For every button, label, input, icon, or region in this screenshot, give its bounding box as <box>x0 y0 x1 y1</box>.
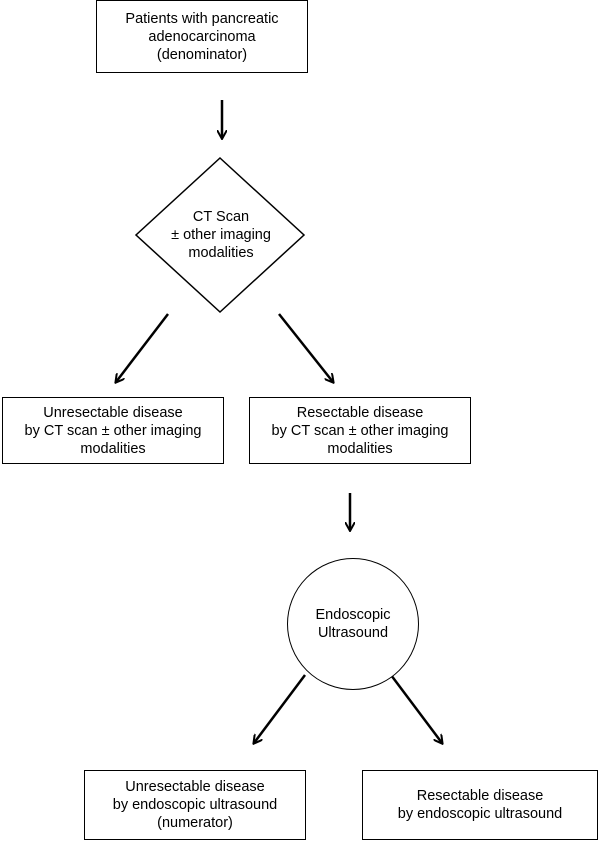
node-unresectable-ct: Unresectable disease by CT scan ± other … <box>2 397 224 464</box>
node-resectable-eus-line-2: by endoscopic ultrasound <box>397 806 563 822</box>
node-unresectable-eus: Unresectable disease by endoscopic ultra… <box>84 770 306 840</box>
node-unresectable-ct-line-3: modalities <box>80 440 146 457</box>
node-unresectable-eus-line-2: by endoscopic ultrasound <box>112 797 278 813</box>
node-patients-line-3: (denominator) <box>156 46 248 63</box>
node-unresectable-eus-line-3: (numerator) <box>157 815 233 831</box>
arrow-ct-to-unresectable <box>116 313 169 382</box>
node-resectable-eus: Resectable disease by endoscopic ultraso… <box>362 770 598 840</box>
node-ct-scan-line-2: ± other imaging <box>171 227 271 243</box>
arrow-ct-to-resectable <box>278 313 333 382</box>
arrow-eus-to-resectable <box>390 674 442 743</box>
node-resectable-ct-line-2: by CT scan ± other imaging <box>271 422 449 439</box>
node-unresectable-eus-line-1: Unresectable disease <box>125 779 265 795</box>
node-resectable-eus-line-1: Resectable disease <box>416 788 544 804</box>
node-unresectable-ct-line-2: by CT scan ± other imaging <box>24 422 202 439</box>
arrow-eus-to-unresectable <box>254 674 306 743</box>
node-unresectable-ct-line-1: Unresectable disease <box>43 404 183 421</box>
node-endoscopic-ultrasound: Endoscopic Ultrasound <box>287 558 419 690</box>
node-patients-line-1: Patients with pancreatic <box>125 10 279 27</box>
node-resectable-ct: Resectable disease by CT scan ± other im… <box>249 397 471 464</box>
node-patients: Patients with pancreatic adenocarcinoma … <box>96 0 308 73</box>
node-eus-line-1: Endoscopic <box>315 607 391 623</box>
node-ct-scan-line-1: CT Scan <box>192 209 250 225</box>
node-ct-scan-line-3: modalities <box>188 245 254 261</box>
node-patients-line-2: adenocarcinoma <box>148 28 256 45</box>
node-ct-scan: CT Scan ± other imaging modalities <box>140 200 302 270</box>
node-eus-line-2: Ultrasound <box>317 625 389 641</box>
node-resectable-ct-line-1: Resectable disease <box>296 404 424 421</box>
node-resectable-ct-line-3: modalities <box>327 440 393 457</box>
decision-diamond <box>134 156 306 314</box>
